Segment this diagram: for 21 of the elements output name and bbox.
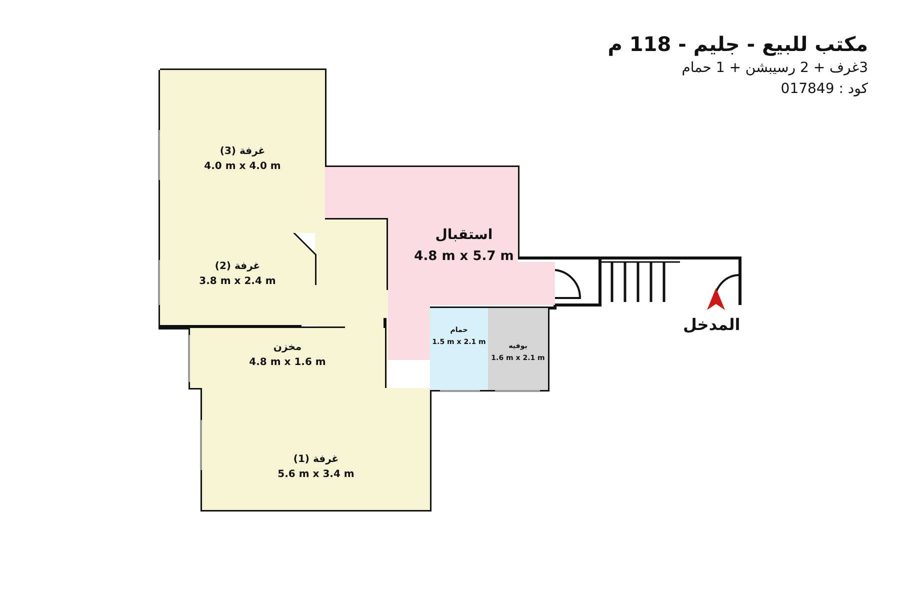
room-dimensions: 3.8 m x 2.4 m [198,276,277,287]
room-name: غرفة (2) [214,261,262,272]
room-floor [160,233,315,325]
room-floor [160,70,325,233]
room-dimensions: 4.8 m x 1.6 m [248,357,327,368]
reception-floor [325,167,555,360]
pantry-floor [488,308,548,390]
room-dimensions: 4.8 m x 5.7 m [413,249,515,264]
storage-floor [190,328,385,388]
room-name: غرفة (3) [218,146,266,157]
bathroom-floor [430,308,488,390]
title: مكتب للبيع - جليم - 118 م [608,32,868,56]
room-name: استقبال [434,227,494,243]
room-dimensions: 4.0 m x 4.0 m [203,161,282,172]
listing-code: كود : 017849 [780,81,868,97]
room-name: مخزن [272,342,303,353]
room-dimensions: 5.6 m x 3.4 m [276,469,356,480]
subtitle: 3غرف + 2 رسيبشن + 1 حمام [682,60,868,76]
room-name: غرفة (1) [292,454,340,465]
room-floor [202,388,430,510]
entrance-label: المدخل [683,315,740,334]
